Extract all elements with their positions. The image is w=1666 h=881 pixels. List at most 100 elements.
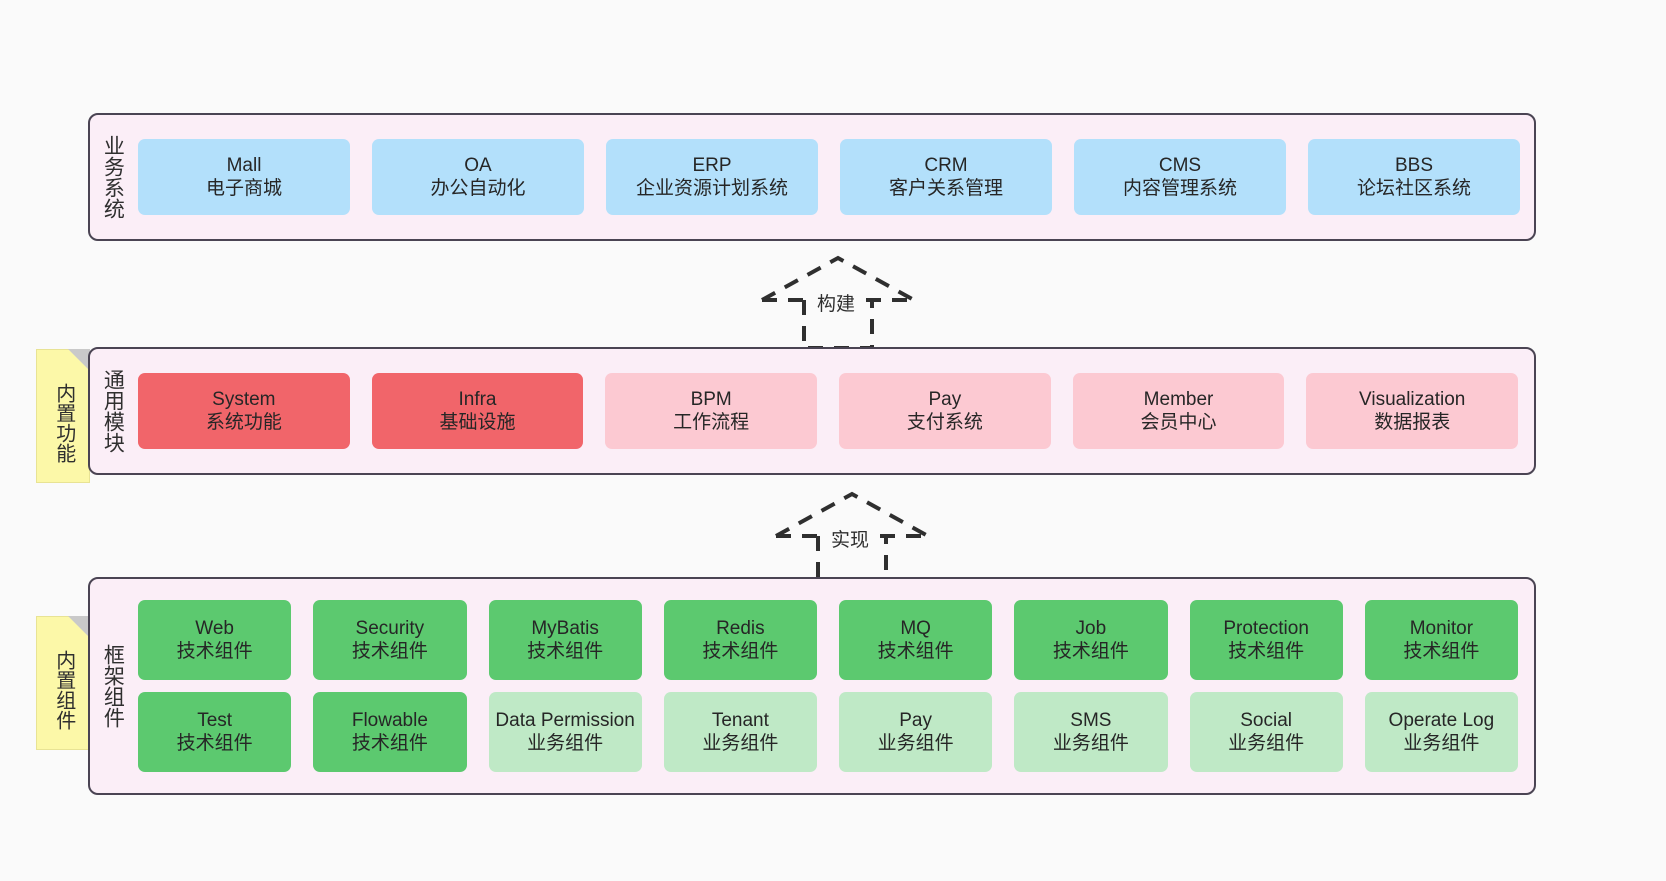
note-text: 内置组件 <box>52 650 75 730</box>
node-social[interactable]: Social 业务组件 <box>1189 692 1343 772</box>
node-tenant[interactable]: Tenant 业务组件 <box>663 692 817 772</box>
connector-build: 构建 <box>748 252 928 352</box>
node-job[interactable]: Job 技术组件 <box>1014 600 1168 680</box>
node-title: Member <box>1143 388 1214 410</box>
node-subtitle: 会员中心 <box>1140 412 1217 433</box>
layer-title-modules: 通用模块 <box>101 369 125 453</box>
node-data-permission[interactable]: Data Permission 业务组件 <box>488 692 642 772</box>
node-title: BPM <box>690 388 732 410</box>
node-title: Infra <box>458 388 497 410</box>
node-monitor[interactable]: Monitor 技术组件 <box>1364 600 1518 680</box>
layer-row: System 系统功能 Infra 基础设施 BPM 工作流程 Pay 支付系统… <box>138 373 1519 449</box>
node-title: Pay <box>928 388 962 410</box>
node-title: Web <box>195 617 234 639</box>
node-subtitle: 系统功能 <box>205 412 282 433</box>
node-cms[interactable]: CMS 内容管理系统 <box>1074 139 1286 215</box>
node-title: Pay <box>899 709 932 731</box>
node-system[interactable]: System 系统功能 <box>138 373 350 449</box>
note-text: 内置功能 <box>52 383 75 463</box>
connector-build-label: 构建 <box>812 288 861 317</box>
node-subtitle: 技术组件 <box>1228 641 1305 662</box>
node-mybatis[interactable]: MyBatis 技术组件 <box>488 600 642 680</box>
node-subtitle: 电子商城 <box>205 178 282 199</box>
node-subtitle: 业务组件 <box>527 733 604 754</box>
node-pay-component[interactable]: Pay 业务组件 <box>839 692 993 772</box>
node-flowable[interactable]: Flowable 技术组件 <box>313 692 467 772</box>
node-subtitle: 数据报表 <box>1374 412 1451 433</box>
node-subtitle: 技术组件 <box>176 641 253 662</box>
layer-row: Mall 电子商城 OA 办公自动化 ERP 企业资源计划系统 CRM 客户关系… <box>138 139 1520 215</box>
node-subtitle: 业务组件 <box>877 733 954 754</box>
node-title: Operate Log <box>1388 709 1495 731</box>
node-visualization[interactable]: Visualization 数据报表 <box>1306 373 1519 449</box>
note-builtin-components: 内置组件 <box>36 616 90 750</box>
node-subtitle: 业务组件 <box>702 733 779 754</box>
node-subtitle: 技术组件 <box>176 733 253 754</box>
layer-body-business: Mall 电子商城 OA 办公自动化 ERP 企业资源计划系统 CRM 客户关系… <box>134 115 1534 239</box>
layer-framework-components: 框架组件 Web 技术组件 Security 技术组件 MyBatis 技术组件… <box>88 577 1536 795</box>
layer-business-systems: 业务系统 Mall 电子商城 OA 办公自动化 ERP 企业资源计划系统 CRM… <box>88 113 1536 241</box>
node-subtitle: 业务组件 <box>1228 733 1305 754</box>
node-subtitle: 技术组件 <box>1403 641 1480 662</box>
layer-row: Test 技术组件 Flowable 技术组件 Data Permission … <box>138 692 1518 772</box>
node-mall[interactable]: Mall 电子商城 <box>138 139 350 215</box>
node-sms[interactable]: SMS 业务组件 <box>1014 692 1168 772</box>
node-operate-log[interactable]: Operate Log 业务组件 <box>1364 692 1518 772</box>
node-title: Data Permission <box>495 709 635 731</box>
node-title: Mall <box>226 154 262 176</box>
node-title: Visualization <box>1359 388 1466 410</box>
node-title: Redis <box>716 617 765 639</box>
node-member[interactable]: Member 会员中心 <box>1072 373 1285 449</box>
node-title: Monitor <box>1409 617 1474 639</box>
layer-title-framework: 框架组件 <box>101 644 125 728</box>
node-subtitle: 技术组件 <box>351 641 428 662</box>
layer-title-business: 业务系统 <box>101 135 125 219</box>
node-subtitle: 基础设施 <box>439 412 516 433</box>
note-builtin-features: 内置功能 <box>36 349 90 483</box>
node-subtitle: 支付系统 <box>906 412 983 433</box>
node-subtitle: 工作流程 <box>673 412 750 433</box>
node-oa[interactable]: OA 办公自动化 <box>372 139 584 215</box>
layer-row: Web 技术组件 Security 技术组件 MyBatis 技术组件 Redi… <box>138 600 1518 680</box>
node-subtitle: 内容管理系统 <box>1122 178 1237 199</box>
node-mq[interactable]: MQ 技术组件 <box>839 600 993 680</box>
node-subtitle: 技术组件 <box>702 641 779 662</box>
node-title: ERP <box>692 154 732 176</box>
node-title: Flowable <box>351 709 428 731</box>
node-erp[interactable]: ERP 企业资源计划系统 <box>606 139 818 215</box>
node-bbs[interactable]: BBS 论坛社区系统 <box>1308 139 1520 215</box>
node-title: Security <box>355 617 425 639</box>
node-title: CMS <box>1158 154 1202 176</box>
node-pay-module[interactable]: Pay 支付系统 <box>839 373 1051 449</box>
node-subtitle: 业务组件 <box>1403 733 1480 754</box>
layer-body-framework: Web 技术组件 Security 技术组件 MyBatis 技术组件 Redi… <box>134 579 1534 793</box>
node-crm[interactable]: CRM 客户关系管理 <box>840 139 1052 215</box>
node-subtitle: 企业资源计划系统 <box>635 178 788 199</box>
node-protection[interactable]: Protection 技术组件 <box>1189 600 1343 680</box>
node-title: MyBatis <box>531 617 599 639</box>
node-subtitle: 业务组件 <box>1052 733 1129 754</box>
node-subtitle: 论坛社区系统 <box>1356 178 1471 199</box>
node-title: OA <box>464 154 492 176</box>
node-web[interactable]: Web 技术组件 <box>138 600 292 680</box>
node-redis[interactable]: Redis 技术组件 <box>663 600 817 680</box>
node-security[interactable]: Security 技术组件 <box>313 600 467 680</box>
node-title: Protection <box>1223 617 1309 639</box>
node-title: SMS <box>1070 709 1112 731</box>
node-infra[interactable]: Infra 基础设施 <box>371 373 584 449</box>
layer-general-modules: 通用模块 System 系统功能 Infra 基础设施 BPM 工作流程 Pay… <box>88 347 1536 475</box>
node-subtitle: 客户关系管理 <box>888 178 1003 199</box>
node-title: Social <box>1240 709 1292 731</box>
node-subtitle: 技术组件 <box>527 641 604 662</box>
arrowhead-triangle <box>761 255 915 302</box>
layer-body-modules: System 系统功能 Infra 基础设施 BPM 工作流程 Pay 支付系统… <box>134 349 1534 473</box>
node-test[interactable]: Test 技术组件 <box>138 692 292 772</box>
node-title: CRM <box>924 154 968 176</box>
node-title: Test <box>197 709 233 731</box>
node-title: Job <box>1075 617 1107 639</box>
node-subtitle: 技术组件 <box>1052 641 1129 662</box>
node-bpm[interactable]: BPM 工作流程 <box>605 373 818 449</box>
node-title: System <box>212 388 276 410</box>
connector-implement-label: 实现 <box>826 524 875 553</box>
